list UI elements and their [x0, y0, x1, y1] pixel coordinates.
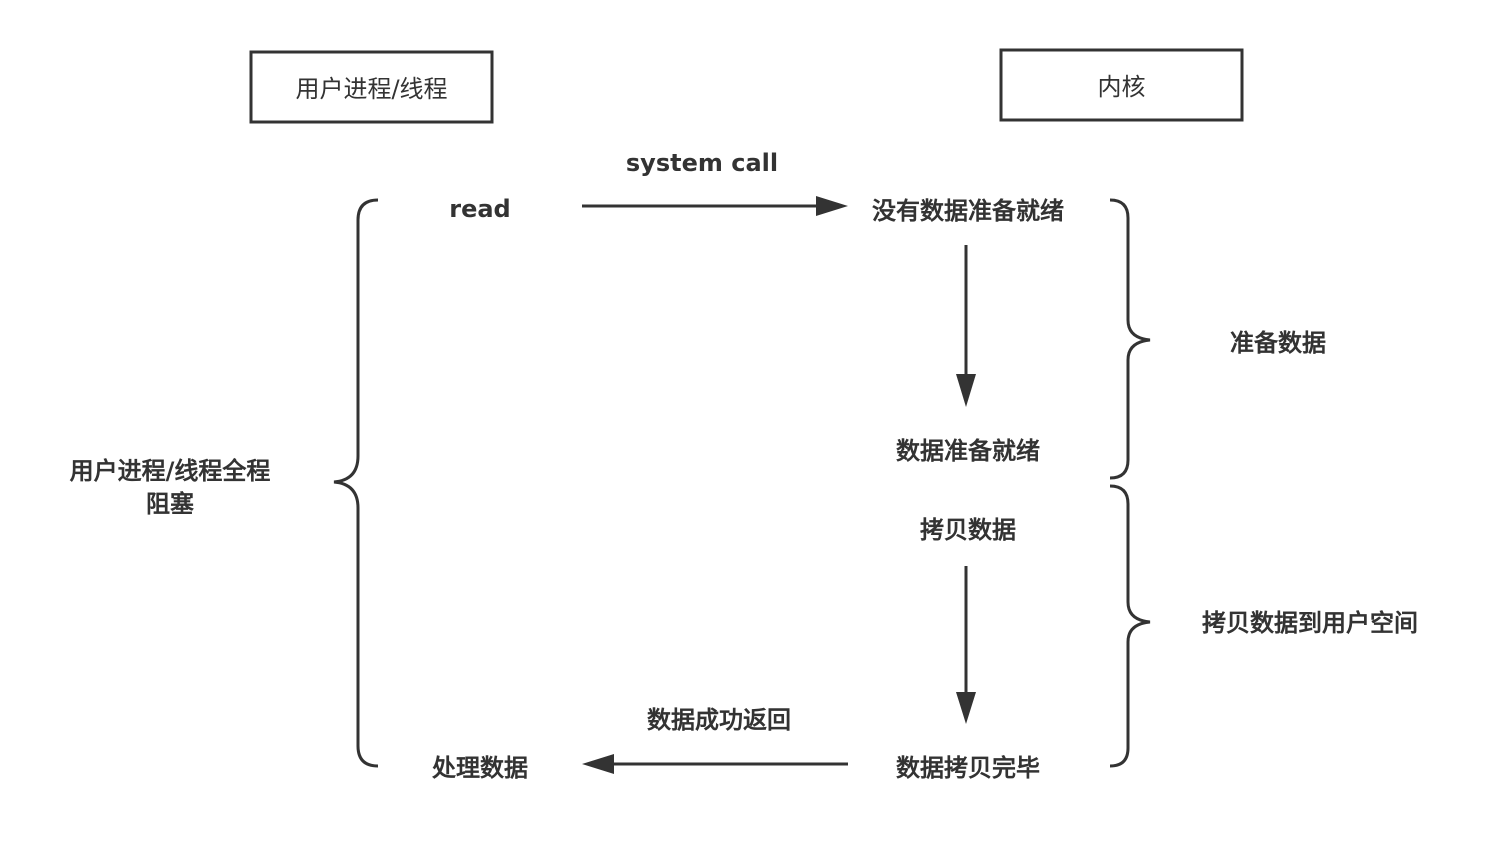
blocking-label-line2: 阻塞: [146, 490, 194, 518]
blocking-label-line1: 用户进程/线程全程: [70, 457, 271, 485]
no-data-ready-label: 没有数据准备就绪: [872, 197, 1064, 225]
blocking-brace: [333, 198, 379, 768]
read-label: read: [449, 195, 511, 223]
data-ready-label: 数据准备就绪: [896, 437, 1040, 465]
copy-brace: [1109, 484, 1151, 768]
return-success-label: 数据成功返回: [647, 706, 791, 734]
copy-down-arrow: [956, 566, 976, 724]
user-process-label: 用户进程/线程: [295, 75, 447, 103]
user-process-box: 用户进程/线程: [249, 50, 494, 124]
return-arrow: [582, 754, 848, 774]
kernel-label: 内核: [1098, 73, 1146, 101]
copy-done-label: 数据拷贝完毕: [896, 754, 1040, 782]
system-call-arrow: [582, 196, 848, 216]
system-call-label: system call: [626, 149, 778, 177]
kernel-box: 内核: [999, 48, 1244, 122]
process-data-label: 处理数据: [431, 754, 528, 782]
prepare-down-arrow: [956, 245, 976, 407]
prepare-brace: [1109, 198, 1151, 480]
copy-to-user-label: 拷贝数据到用户空间: [1202, 609, 1418, 637]
copy-data-label: 拷贝数据: [920, 516, 1016, 544]
prepare-data-label: 准备数据: [1230, 329, 1326, 357]
